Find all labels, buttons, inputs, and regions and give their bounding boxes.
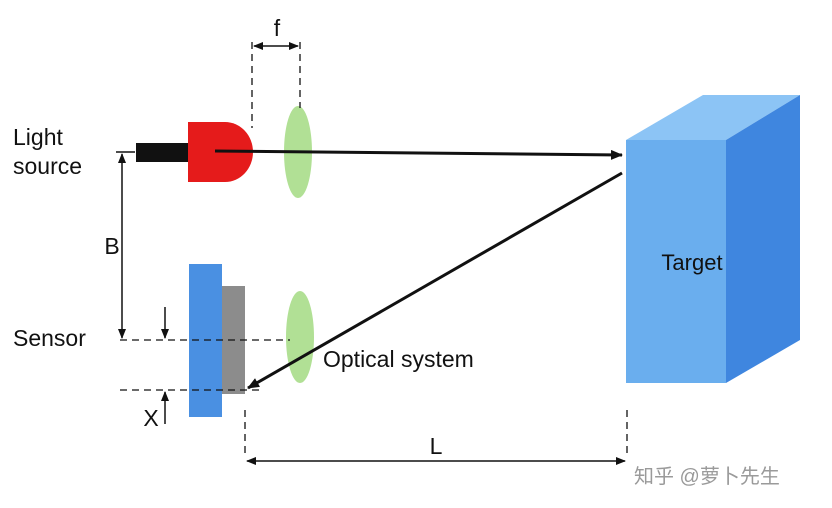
sensor-label: Sensor — [13, 325, 86, 351]
target-side-face — [726, 95, 800, 383]
receiver-lens — [286, 291, 314, 383]
target-front-face — [626, 140, 726, 383]
optical-system-label: Optical system — [323, 346, 474, 372]
outgoing-beam — [214, 149, 623, 160]
distance-label: L — [430, 433, 443, 459]
light-source-label-line1: Light — [13, 124, 63, 150]
light-source-label-line2: source — [13, 153, 82, 179]
reflected-beam — [247, 171, 623, 390]
target-box: Target — [626, 95, 800, 383]
offset-label: X — [143, 405, 158, 431]
target-label: Target — [661, 250, 722, 275]
focal-length-label: f — [274, 15, 281, 41]
baseline-label: B — [104, 233, 119, 259]
watermark: 知乎 @萝卜先生 — [634, 465, 780, 488]
reference-lines — [120, 42, 628, 458]
target-top-face — [626, 95, 800, 140]
laser-rod — [136, 143, 191, 162]
